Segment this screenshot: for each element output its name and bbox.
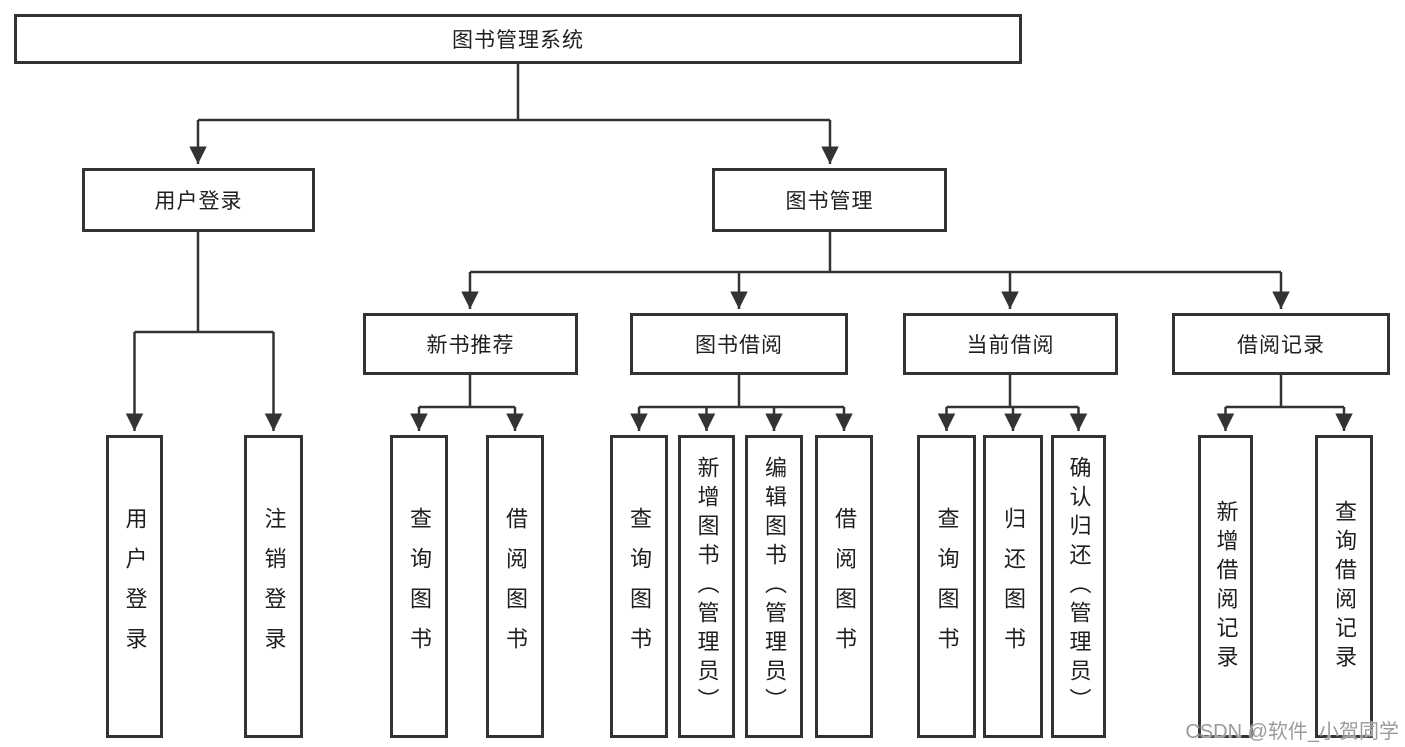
connector-book-mgmt-trunk bbox=[470, 232, 1281, 274]
node-borrowing-records: 借阅记录 bbox=[1172, 313, 1390, 375]
node-leaf-cb-query-books: 查询图书 bbox=[917, 435, 976, 738]
node-user-login-group-label: 用户登录 bbox=[154, 190, 243, 213]
node-leaf-bb-borrow-books-label: 借阅图书 bbox=[832, 506, 857, 667]
node-leaf-cb-confirm-return-admin-label: 确认归还（管理员） bbox=[1066, 456, 1092, 717]
node-leaf-rec-query-books: 查询图书 bbox=[390, 435, 448, 738]
node-leaf-br-add-record-label: 新增借阅记录 bbox=[1213, 499, 1239, 674]
node-leaf-cb-query-books-label: 查询图书 bbox=[934, 506, 960, 667]
node-leaf-rec-borrow-books: 借阅图书 bbox=[486, 435, 544, 738]
node-book-management-group: 图书管理 bbox=[712, 168, 947, 232]
connector-current-borrow-trunk bbox=[946, 375, 1079, 409]
node-leaf-rec-borrow-books-label: 借阅图书 bbox=[503, 506, 528, 667]
connector-new-book-rec-trunk bbox=[419, 375, 515, 409]
node-root-system: 图书管理系统 bbox=[14, 14, 1022, 64]
node-leaf-bb-add-books-admin-label: 新增图书（管理员） bbox=[694, 456, 720, 717]
node-leaf-br-query-record-label: 查询借阅记录 bbox=[1332, 499, 1357, 674]
connector-user-login-trunk bbox=[134, 232, 274, 334]
node-new-book-recommendation: 新书推荐 bbox=[363, 313, 578, 375]
node-borrowing-records-label: 借阅记录 bbox=[1237, 334, 1325, 357]
node-leaf-bb-borrow-books: 借阅图书 bbox=[815, 435, 873, 738]
node-book-borrowing-label: 图书借阅 bbox=[695, 334, 783, 357]
node-leaf-bb-query-books: 查询图书 bbox=[610, 435, 668, 738]
node-root-system-label: 图书管理系统 bbox=[452, 29, 584, 52]
connector-borrow-records-trunk bbox=[1225, 375, 1344, 409]
node-leaf-cb-return-books-label: 归还图书 bbox=[1001, 506, 1026, 667]
node-leaf-logout: 注销登录 bbox=[244, 435, 303, 738]
node-new-book-recommendation-label: 新书推荐 bbox=[426, 334, 515, 357]
node-leaf-bb-add-books-admin: 新增图书（管理员） bbox=[678, 435, 735, 738]
connector-book-borrow-trunk bbox=[639, 375, 844, 409]
node-leaf-br-add-record: 新增借阅记录 bbox=[1198, 435, 1253, 738]
node-leaf-logout-label: 注销登录 bbox=[261, 506, 287, 667]
node-book-management-group-label: 图书管理 bbox=[785, 190, 874, 213]
node-current-borrowing-label: 当前借阅 bbox=[966, 334, 1055, 357]
connector-root-trunk bbox=[198, 64, 830, 122]
node-leaf-bb-query-books-label: 查询图书 bbox=[627, 506, 652, 667]
csdn-watermark: CSDN @软件_小贺同学 bbox=[1185, 721, 1399, 743]
node-leaf-br-query-record: 查询借阅记录 bbox=[1315, 435, 1373, 738]
node-leaf-rec-query-books-label: 查询图书 bbox=[407, 506, 432, 667]
node-leaf-cb-return-books: 归还图书 bbox=[983, 435, 1043, 738]
node-leaf-cb-confirm-return-admin: 确认归还（管理员） bbox=[1051, 435, 1106, 738]
node-leaf-bb-edit-books-admin-label: 编辑图书（管理员） bbox=[762, 456, 787, 717]
node-book-borrowing: 图书借阅 bbox=[630, 313, 848, 375]
node-current-borrowing: 当前借阅 bbox=[903, 313, 1118, 375]
node-leaf-bb-edit-books-admin: 编辑图书（管理员） bbox=[745, 435, 803, 738]
node-leaf-user-login-label: 用户登录 bbox=[122, 506, 148, 667]
node-leaf-user-login: 用户登录 bbox=[106, 435, 163, 738]
node-user-login-group: 用户登录 bbox=[82, 168, 315, 232]
